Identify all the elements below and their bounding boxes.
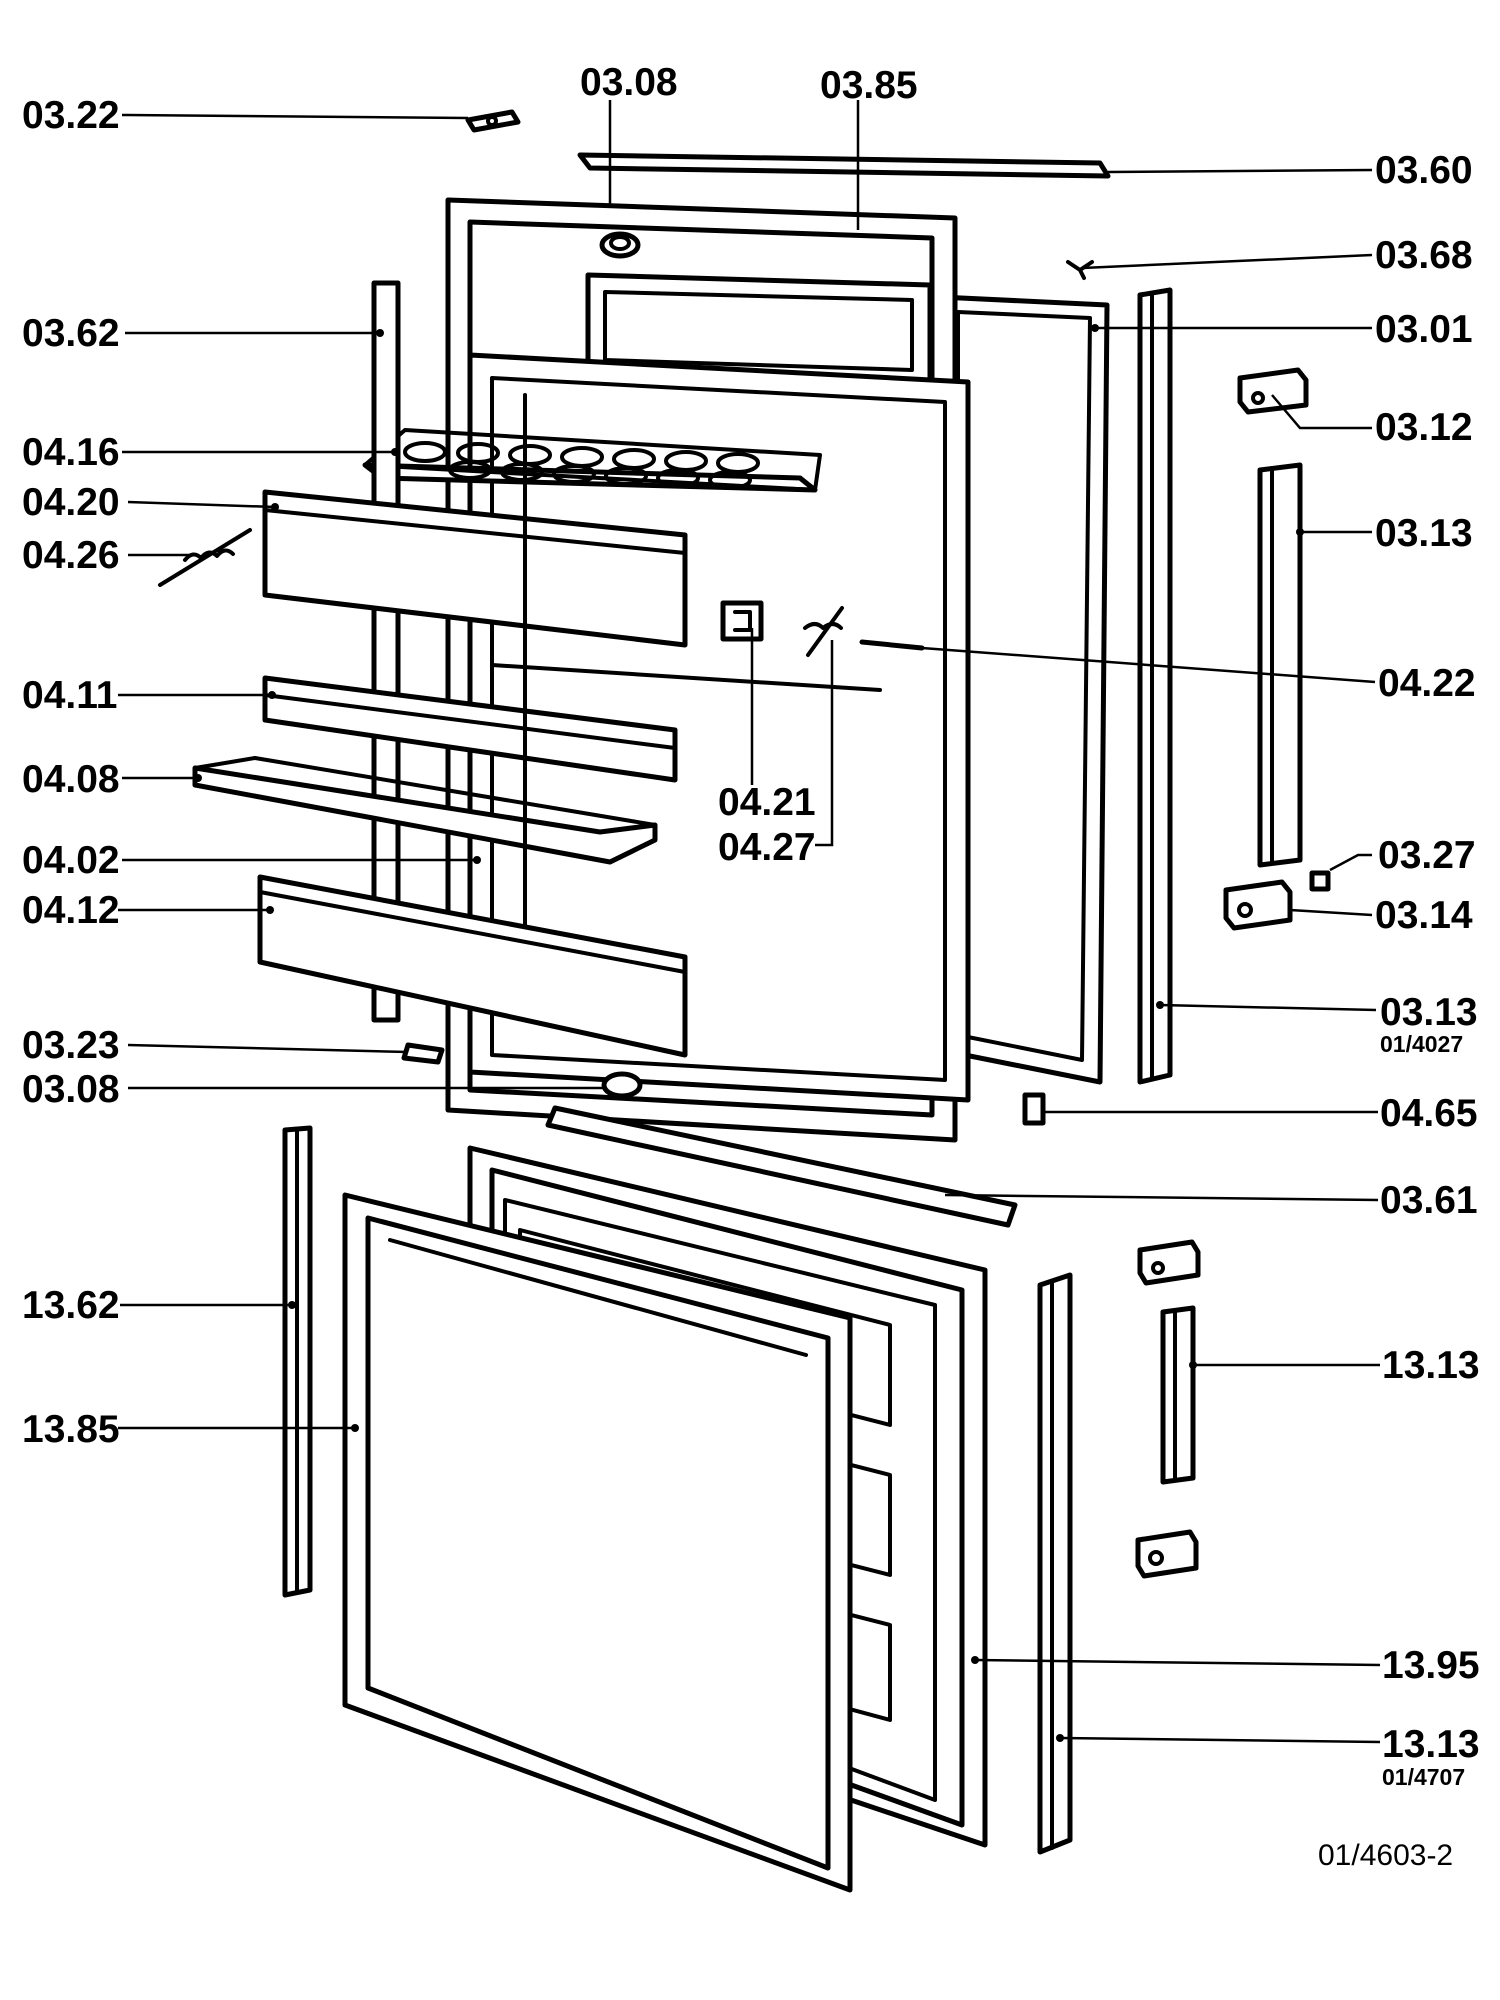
label-04-02: 04.02 [22,839,120,882]
label-03-62: 03.62 [22,312,120,355]
label-03-14: 03.14 [1375,894,1473,937]
label-04-11: 04.11 [22,674,117,717]
hinge-block [1237,367,1309,415]
spring-part [158,528,252,587]
label-03-01: 03.01 [1375,308,1473,351]
lower-trim-strip [545,1105,1018,1228]
label-03-61: 03.61 [1380,1179,1478,1222]
label-04-20: 04.20 [22,481,120,524]
small-clip-part [465,109,521,133]
lower-hinge-top-block [1137,1239,1201,1286]
shelf-bar [192,765,658,865]
hinge-block-hole [1251,391,1265,405]
lower-front-door-inner-edge [388,1238,808,1357]
tiny-cap [1309,870,1331,892]
latch-hook [733,610,752,632]
label-04-12: 04.12 [22,889,120,932]
part-labels: 03.22 03.08 03.85 03.60 03.68 03.62 03.0… [22,61,1480,1872]
lower-right-vertical-strip [1037,1272,1073,1855]
hinge-cap-top-inner [609,235,631,251]
leader-lines [118,100,1381,1744]
label-03-68: 03.68 [1375,234,1473,277]
lower-hinge-bottom-block [1135,1529,1199,1579]
top-trim-strip [577,152,1111,179]
small-latch [1022,1092,1046,1126]
label-03-13-upper: 03.13 [1375,512,1473,555]
clip-hole [486,115,498,127]
liner-divider [490,663,882,692]
hinge-bar-upper [1257,462,1303,868]
hinge-cap-bottom [601,1071,643,1099]
inner-compartment-top-inner [603,290,914,372]
lower-hinge-bar [1160,1305,1196,1485]
label-13-85: 13.85 [22,1408,120,1451]
label-03-85: 03.85 [820,64,918,107]
label-13-13-upper: 13.13 [1382,1344,1480,1387]
hinge-bottom-block-hole [1237,902,1253,918]
drawing-reference-number: 01/4603-2 [1318,1839,1453,1872]
label-13-95: 13.95 [1382,1644,1480,1687]
label-13-13-lower: 13.13 [1382,1723,1480,1766]
label-03-13-seal: 03.13 [1380,991,1478,1034]
leader-dots [194,324,1304,1742]
lower-front-door-frame [342,1192,853,1893]
screw-part [1066,260,1094,280]
label-04-65: 04.65 [1380,1092,1478,1135]
hinge-bottom-block [1223,879,1293,931]
label-13-62: 13.62 [22,1284,120,1327]
label-04-08: 04.08 [22,758,120,801]
label-04-27: 04.27 [718,826,816,869]
shelf-rail-edge [263,693,677,750]
label-03-08-top: 03.08 [580,61,678,104]
label-03-22: 03.22 [22,94,120,137]
label-03-60: 03.60 [1375,149,1473,192]
lower-hinge-bottom-block-hole [1148,1550,1164,1566]
latch-spring [803,606,844,657]
label-03-23: 03.23 [22,1024,120,1067]
right-vertical-seal [1137,287,1173,1085]
lower-hinge-top-block-hole [1151,1261,1165,1275]
shelf-bar-top-edge [253,756,657,827]
shelf-rail [262,675,678,783]
left-vertical-strip [371,280,401,1023]
small-clip-lower [401,1042,445,1065]
latch-pin [859,639,925,651]
label-03-08-bottom: 03.08 [22,1068,120,1111]
shelf-bar-edge [193,756,257,770]
latch-housing [720,600,764,642]
egg-cups [403,441,760,490]
label-03-12: 03.12 [1375,406,1473,449]
label-04-16: 04.16 [22,431,120,474]
label-03-27: 03.27 [1378,834,1476,877]
label-04-22: 04.22 [1378,662,1476,705]
upper-shelf-front [262,489,688,648]
label-13-13-lower-code: 01/4707 [1382,1764,1465,1790]
lower-shelf-edge [258,890,687,974]
upper-shelf-edge [263,508,687,555]
lower-shelf-front [257,874,688,1058]
label-03-13-seal-code: 01/4027 [1380,1031,1463,1057]
label-04-26: 04.26 [22,534,120,577]
label-04-21: 04.21 [718,781,816,824]
